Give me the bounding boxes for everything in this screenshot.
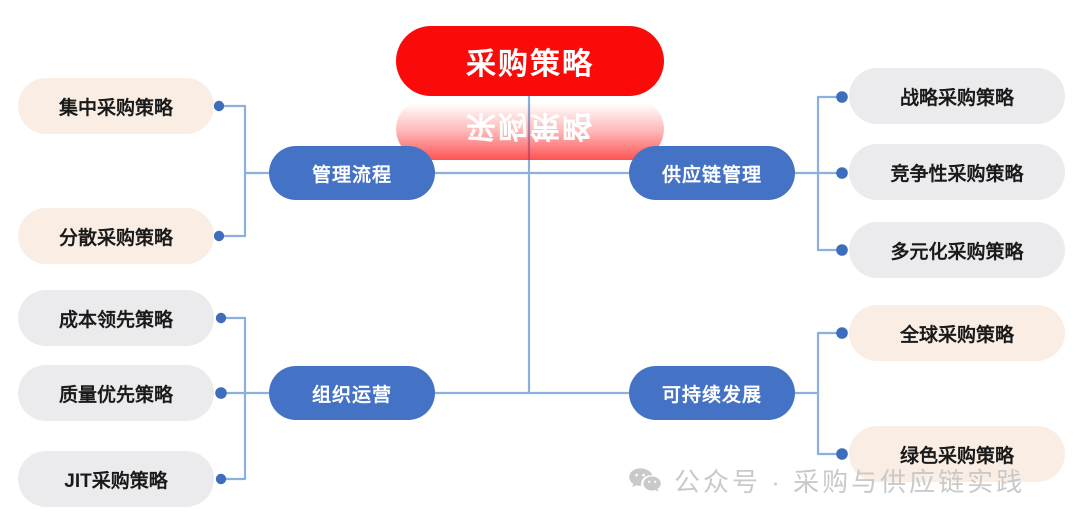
dot-quality-first xyxy=(215,387,227,399)
leaf-node-cost-leadership[interactable]: 成本领先策略 xyxy=(18,290,214,346)
branch-node-organization-operations[interactable]: 组织运营 xyxy=(269,366,435,420)
leaf-node-centralized-procurement[interactable]: 集中采购策略 xyxy=(18,78,214,134)
wechat-icon xyxy=(628,467,662,495)
leaf-node-jit-procurement[interactable]: JIT采购策略 xyxy=(18,451,214,507)
dot-diversified xyxy=(836,244,848,256)
dot-competitive xyxy=(836,167,848,179)
leaf-node-strategic-procurement[interactable]: 战略采购策略 xyxy=(849,68,1065,124)
root-node-wrapper: 采购策略 采购策略 xyxy=(396,26,664,160)
branch-node-sustainable-development[interactable]: 可持续发展 xyxy=(629,366,795,420)
dot-centralized xyxy=(213,100,225,112)
root-node[interactable]: 采购策略 xyxy=(396,26,664,96)
root-node-reflection: 采购策略 xyxy=(396,98,664,160)
branch-node-management-process[interactable]: 管理流程 xyxy=(269,146,435,200)
watermark-text: 公众号 · 采购与供应链实践 xyxy=(674,467,1026,497)
leaf-node-diversified-procurement[interactable]: 多元化采购策略 xyxy=(849,222,1065,278)
leaf-node-green-procurement[interactable]: 绿色采购策略 xyxy=(849,426,1065,482)
leaf-node-quality-first[interactable]: 质量优先策略 xyxy=(18,365,214,421)
dot-strategic xyxy=(836,91,848,103)
dot-cost-leadership xyxy=(215,312,227,324)
leaf-node-competitive-procurement[interactable]: 竞争性采购策略 xyxy=(849,144,1065,200)
leaf-node-decentralized-procurement[interactable]: 分散采购策略 xyxy=(18,208,214,264)
dot-green xyxy=(836,448,848,460)
branch-node-supply-chain-management[interactable]: 供应链管理 xyxy=(629,146,795,200)
dot-jit xyxy=(215,473,227,485)
dot-decentralized xyxy=(213,230,225,242)
dot-global xyxy=(836,327,848,339)
leaf-node-global-procurement[interactable]: 全球采购策略 xyxy=(849,305,1065,361)
watermark: 公众号 · 采购与供应链实践 xyxy=(628,462,1025,499)
